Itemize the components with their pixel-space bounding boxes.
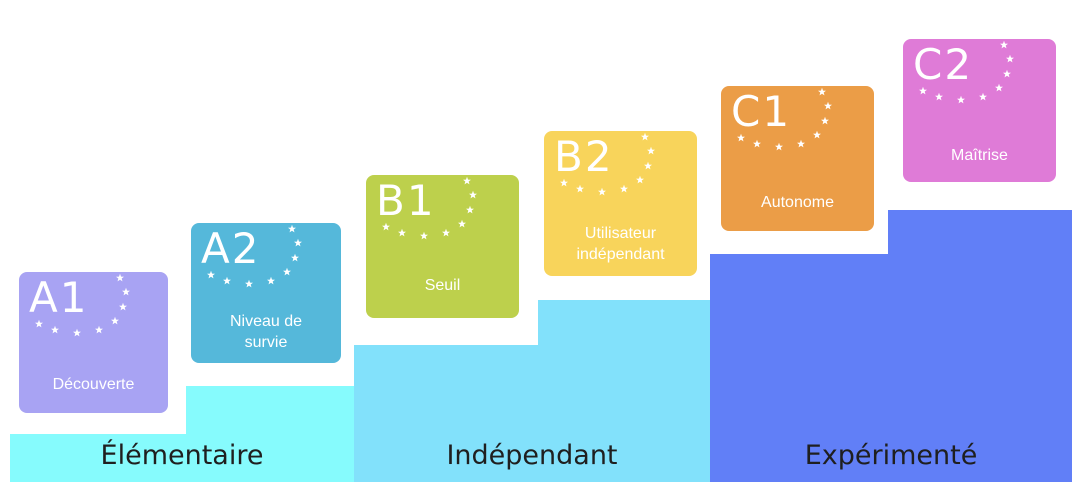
star-icon bbox=[818, 87, 826, 96]
step-a1 bbox=[10, 434, 186, 482]
level-code-a1: A1 bbox=[29, 273, 89, 322]
level-card-b1: B1 Seuil bbox=[366, 175, 519, 318]
star-icon bbox=[636, 175, 644, 184]
star-icon bbox=[935, 92, 943, 101]
star-icon bbox=[245, 279, 253, 288]
stars-icon bbox=[560, 132, 655, 196]
star-icon bbox=[116, 273, 124, 282]
star-icon bbox=[775, 142, 783, 151]
star-icon bbox=[1006, 54, 1014, 63]
star-icon bbox=[647, 146, 655, 155]
star-icon bbox=[979, 92, 987, 101]
star-icon bbox=[294, 238, 302, 247]
star-icon bbox=[463, 176, 471, 185]
level-card-c1: C1 Autonome bbox=[721, 86, 874, 231]
star-icon bbox=[51, 325, 59, 334]
stars-icon bbox=[382, 176, 477, 240]
level-code-b1: B1 bbox=[376, 176, 436, 225]
step-c2 bbox=[888, 210, 1072, 482]
star-icon bbox=[469, 190, 477, 199]
step-b1 bbox=[354, 345, 538, 482]
star-icon bbox=[1003, 69, 1011, 78]
star-icon bbox=[223, 276, 231, 285]
star-icon bbox=[267, 276, 275, 285]
star-icon bbox=[824, 101, 832, 110]
star-icon bbox=[598, 187, 606, 196]
star-icon bbox=[919, 86, 927, 95]
group-label-elementaire: Élémentaire bbox=[100, 440, 264, 471]
level-label-a2: Niveau de survie bbox=[229, 313, 303, 351]
star-icon bbox=[119, 302, 127, 311]
star-icon bbox=[283, 267, 291, 276]
group-label-experimente: Expérimenté bbox=[804, 440, 978, 471]
star-icon bbox=[442, 228, 450, 237]
group-label-independant: Indépendant bbox=[446, 440, 618, 471]
step-b2 bbox=[538, 300, 710, 482]
star-icon bbox=[288, 224, 296, 233]
step-a2 bbox=[186, 386, 354, 482]
star-icon bbox=[576, 184, 584, 193]
star-icon bbox=[95, 325, 103, 334]
level-card-b2: B2 Utilisateur indépendant bbox=[544, 131, 697, 276]
level-code-c2: C2 bbox=[913, 40, 974, 89]
star-icon bbox=[291, 253, 299, 262]
star-icon bbox=[111, 316, 119, 325]
level-label-a1: Découverte bbox=[52, 376, 135, 393]
level-label-c2: Maîtrise bbox=[951, 147, 1008, 164]
star-icon bbox=[122, 287, 130, 296]
stars-icon bbox=[737, 87, 832, 151]
level-code-a2: A2 bbox=[201, 224, 261, 273]
level-label-b1: Seuil bbox=[424, 277, 461, 294]
stars-icon bbox=[207, 224, 302, 288]
step-c1 bbox=[710, 254, 888, 482]
star-icon bbox=[73, 328, 81, 337]
star-icon bbox=[466, 205, 474, 214]
level-card-a2: A2 Niveau de survie bbox=[191, 223, 341, 363]
star-icon bbox=[995, 83, 1003, 92]
level-label-c1: Autonome bbox=[761, 194, 834, 211]
star-icon bbox=[620, 184, 628, 193]
star-icon bbox=[1000, 40, 1008, 49]
level-label-b2: Utilisateur indépendant bbox=[576, 225, 665, 263]
star-icon bbox=[420, 231, 428, 240]
star-icon bbox=[641, 132, 649, 141]
star-icon bbox=[644, 161, 652, 170]
star-icon bbox=[813, 130, 821, 139]
star-icon bbox=[382, 222, 390, 231]
level-code-c1: C1 bbox=[731, 87, 792, 136]
stars-icon bbox=[919, 40, 1014, 104]
level-card-a1: A1 Découverte bbox=[19, 272, 168, 413]
star-icon bbox=[737, 133, 745, 142]
level-code-b2: B2 bbox=[554, 132, 614, 181]
star-icon bbox=[797, 139, 805, 148]
star-icon bbox=[560, 178, 568, 187]
level-card-c2: C2 Maîtrise bbox=[903, 39, 1056, 182]
star-icon bbox=[35, 319, 43, 328]
star-icon bbox=[957, 95, 965, 104]
stars-icon bbox=[35, 273, 130, 337]
star-icon bbox=[207, 270, 215, 279]
star-icon bbox=[398, 228, 406, 237]
star-icon bbox=[821, 116, 829, 125]
star-icon bbox=[458, 219, 466, 228]
star-icon bbox=[753, 139, 761, 148]
